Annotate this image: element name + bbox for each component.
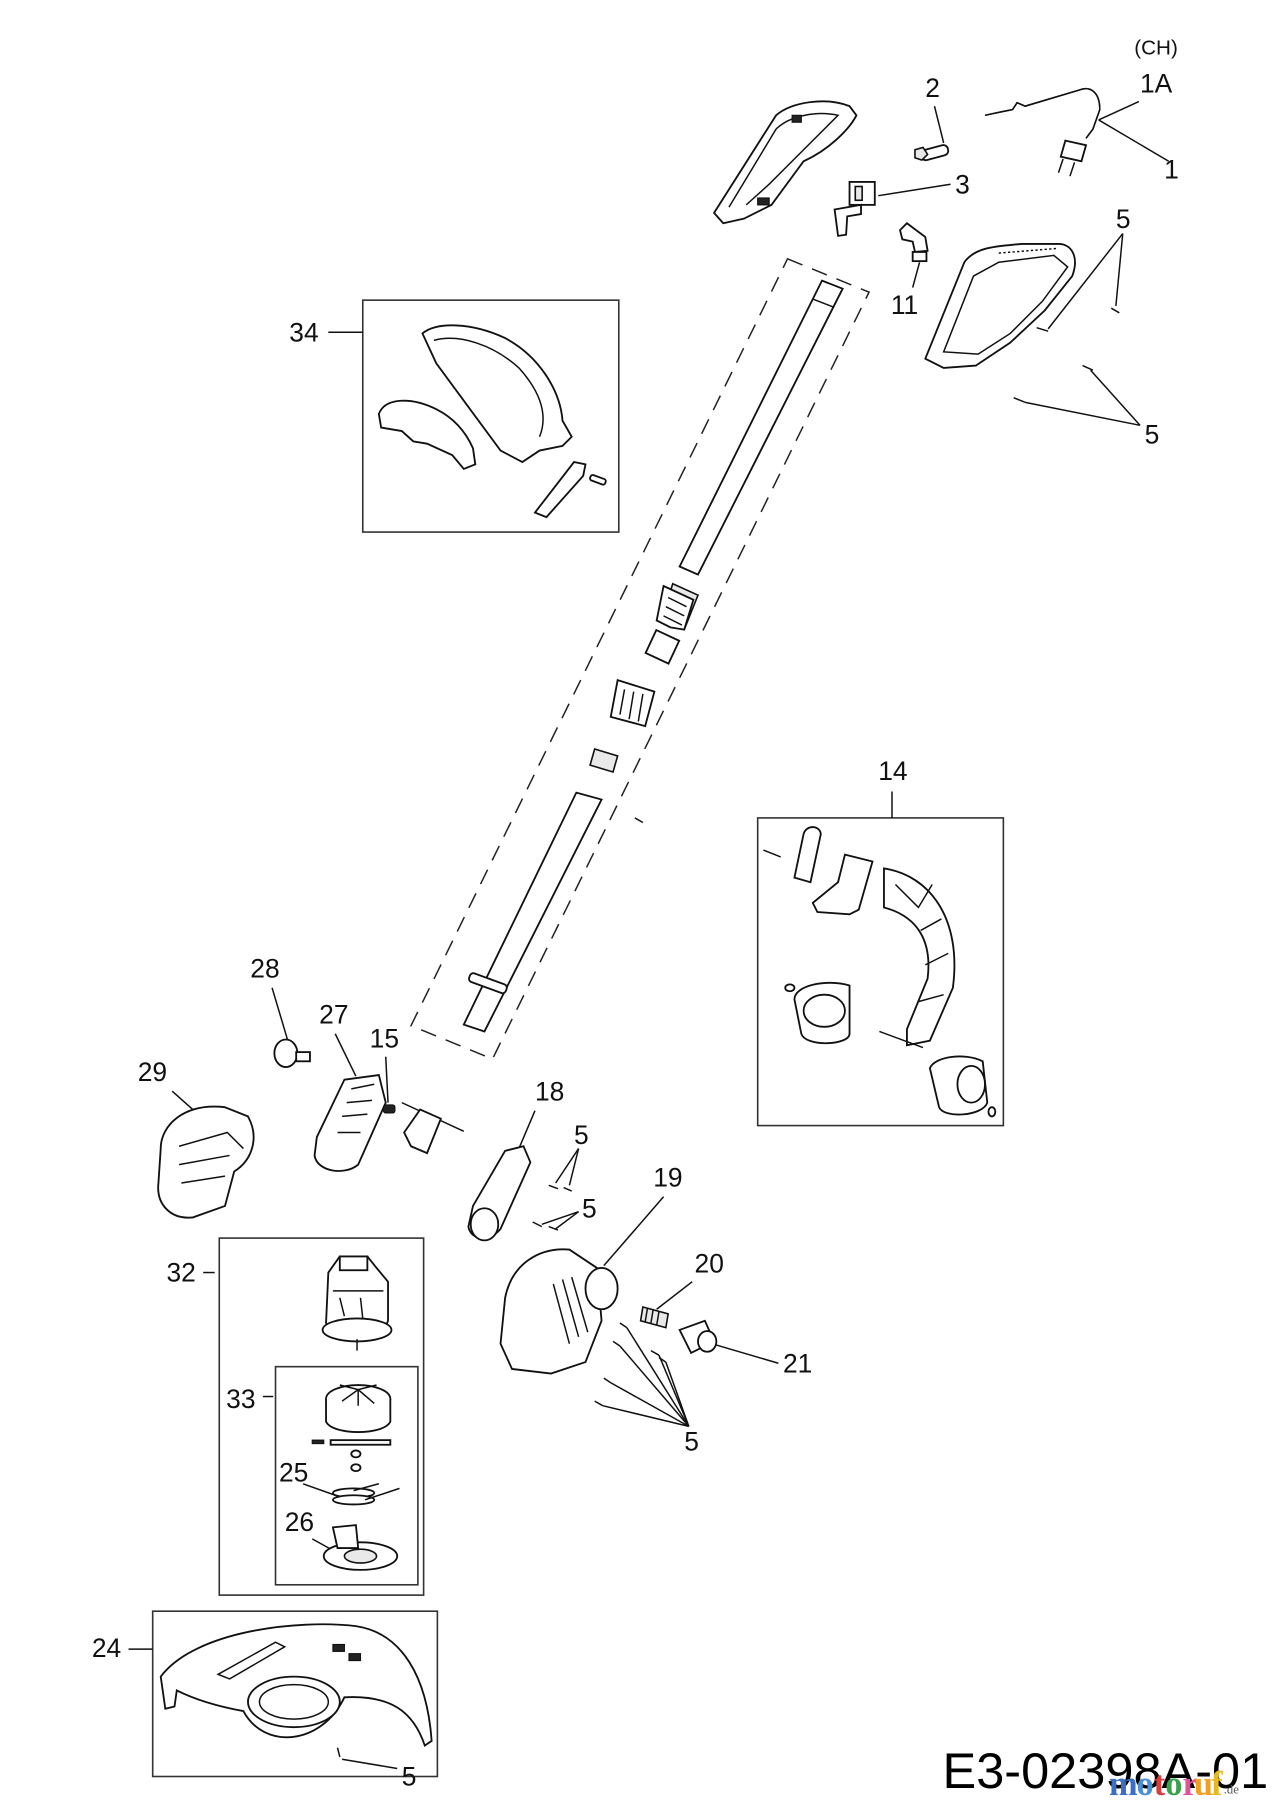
part-19-motor-housing[interactable] (499, 1248, 619, 1375)
callout-32: 32 (166, 1258, 195, 1288)
leader-15 (384, 1056, 389, 1103)
box-34 (361, 299, 620, 533)
callout-5-bottom: 5 (402, 1762, 417, 1792)
watermark-letter: m (1109, 1765, 1138, 1800)
part-34-aux-handle[interactable] (377, 324, 607, 519)
callout-2: 2 (925, 73, 940, 103)
part-bushing[interactable] (589, 748, 619, 774)
leader-1 (1098, 119, 1170, 162)
callout-5-top: 5 (1116, 204, 1131, 234)
leader-3 (878, 183, 951, 197)
callout-29: 29 (138, 1057, 167, 1087)
part-18-clamp[interactable] (467, 1145, 532, 1242)
part-20-spring[interactable] (639, 1305, 670, 1329)
box-24 (151, 1610, 439, 1778)
part-32-motor[interactable] (321, 1255, 393, 1351)
callout-25: 25 (279, 1457, 308, 1487)
leader-19 (603, 1196, 665, 1267)
part-3-switch[interactable] (833, 180, 876, 237)
part-2-bushing[interactable] (914, 144, 950, 162)
screws-5-mid[interactable] (532, 1184, 573, 1231)
leader-2 (933, 105, 945, 144)
callout-3: 3 (955, 169, 970, 199)
callout-34: 34 (289, 317, 318, 347)
watermark-letter: r (1182, 1765, 1197, 1800)
leader-5-top-b (1115, 233, 1124, 306)
leader-25 (302, 1483, 336, 1496)
part-11-trigger-lock[interactable] (899, 222, 929, 263)
leader-27 (334, 1033, 357, 1077)
part-lower-shaft[interactable] (462, 791, 603, 1033)
drawing-code: E3-02398A-01 (943, 1742, 1269, 1799)
callout-19: 19 (653, 1162, 682, 1192)
callout-26: 26 (285, 1507, 314, 1537)
callout-20: 20 (695, 1249, 724, 1279)
leader-20 (656, 1281, 693, 1310)
leader-5-mid2-a (541, 1210, 579, 1226)
leader-11 (911, 262, 921, 288)
leader-29 (171, 1090, 194, 1111)
callout-1: 1 (1164, 154, 1179, 184)
leader-1A (1098, 100, 1140, 121)
callout-1A: 1A (1140, 68, 1173, 98)
callout-5-topb: 5 (1145, 420, 1160, 450)
callout-21: 21 (783, 1348, 812, 1378)
shaft-assembly-boundary (409, 257, 871, 1060)
callout-33: 33 (226, 1384, 255, 1414)
leader-5-top-a (1047, 233, 1124, 330)
callout-11: 11 (891, 290, 918, 320)
callout-14: 14 (878, 756, 907, 786)
part-27-housing-cover[interactable] (313, 1074, 387, 1172)
callout-28: 28 (250, 953, 279, 983)
watermark-letter: f (1211, 1765, 1223, 1800)
screw-5-bottom[interactable] (336, 1747, 341, 1758)
leader-5-mid1-b (568, 1148, 580, 1186)
leader-28 (271, 987, 289, 1042)
leaders-5-head (602, 1327, 690, 1428)
callout-5-head: 5 (684, 1426, 699, 1456)
part-28-cap[interactable] (273, 1038, 311, 1068)
part-14-guide-wheel[interactable] (763, 826, 997, 1118)
screws-5-head[interactable] (594, 1322, 667, 1407)
leader-5-mid1-a (555, 1148, 580, 1184)
callout-27: 27 (319, 999, 348, 1029)
part-33-spool-housing[interactable] (311, 1384, 392, 1473)
screws-5-top[interactable] (1013, 307, 1120, 404)
region-note: (CH) (1134, 36, 1178, 59)
watermark-suffix: .de (1224, 1783, 1239, 1797)
box-32 (218, 1237, 425, 1596)
part-1-power-cord[interactable] (984, 88, 1101, 177)
part-29-motor-cover[interactable] (157, 1105, 255, 1219)
part-handle-housing-right[interactable] (924, 242, 1076, 369)
part-upper-shaft[interactable] (678, 279, 844, 576)
part-15-spring-and-latch[interactable] (382, 1101, 465, 1155)
part-shaft-coupler[interactable] (644, 582, 700, 665)
callout-15: 15 (370, 1024, 399, 1054)
part-handle-housing-left[interactable] (712, 100, 858, 225)
box-14 (756, 817, 1005, 1127)
watermark-letter: t (1154, 1765, 1166, 1800)
leader-21 (711, 1342, 779, 1364)
box-33 (274, 1365, 419, 1586)
part-lock-collar[interactable] (609, 678, 656, 728)
leader-5-topb-b (1025, 401, 1141, 427)
part-small-screw[interactable] (634, 817, 644, 824)
callout-5-mid1: 5 (574, 1120, 589, 1150)
part-25-trimmer-line[interactable] (332, 1483, 400, 1506)
watermark-letter: o (1137, 1765, 1154, 1800)
part-24-grass-guard[interactable] (159, 1623, 433, 1747)
part-26-spool-cover[interactable] (322, 1524, 399, 1571)
callout-5-mid2: 5 (582, 1193, 597, 1223)
leader-5-bottom (341, 1758, 398, 1770)
part-21-spool-nut[interactable] (678, 1319, 718, 1355)
callout-24: 24 (92, 1633, 121, 1663)
callout-18: 18 (535, 1076, 564, 1106)
leader-18 (518, 1110, 536, 1149)
leader-5-mid2-b (555, 1211, 580, 1230)
leader-5-topb-a (1090, 369, 1141, 426)
watermark-letter: u (1194, 1765, 1213, 1800)
watermark-letter: o (1165, 1765, 1182, 1800)
